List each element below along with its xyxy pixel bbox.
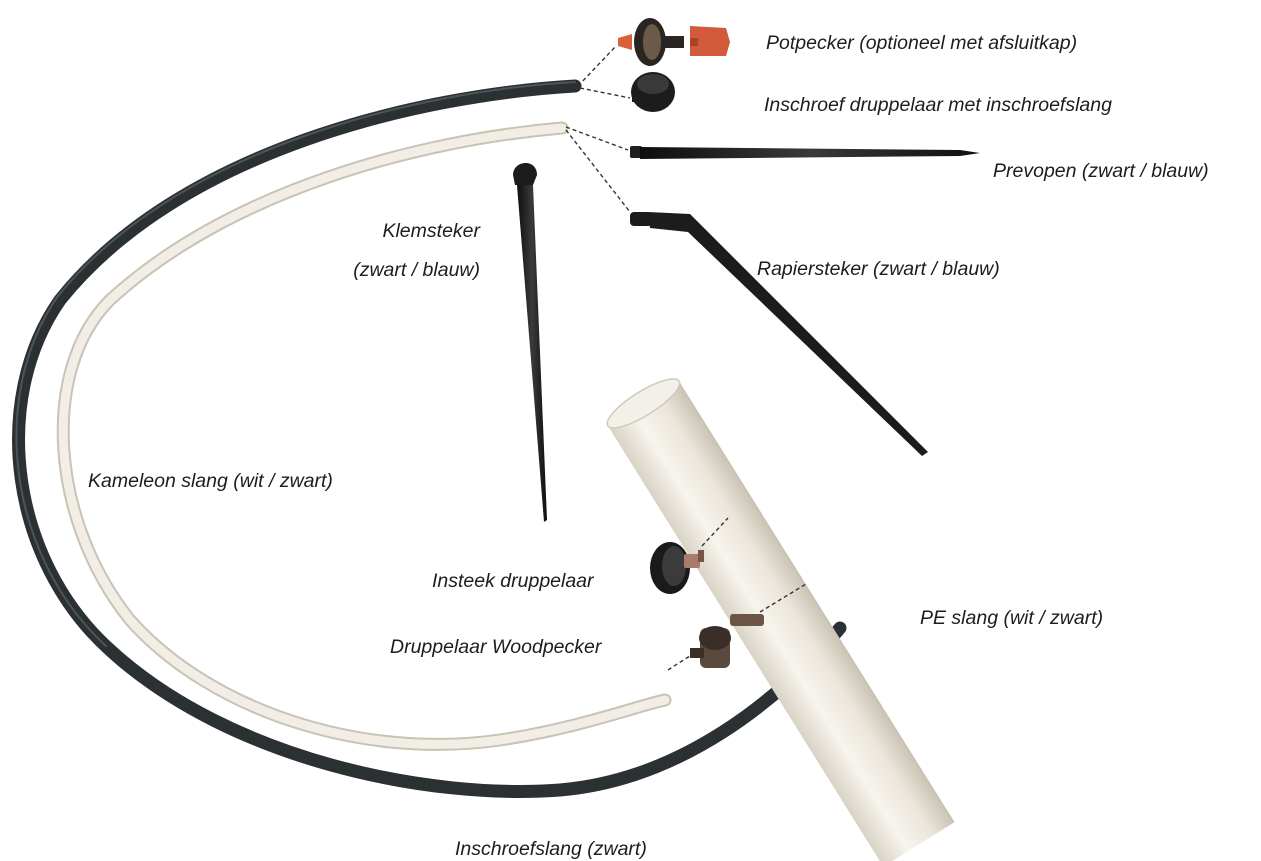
pe-hose (601, 371, 954, 861)
label-kameleon-slang: Kameleon slang (wit / zwart) (88, 468, 333, 495)
potpecker-part (618, 18, 730, 66)
label-inschroefslang: Inschroefslang (zwart) (455, 836, 647, 861)
label-rapiersteker: Rapiersteker (zwart / blauw) (757, 256, 1000, 283)
klemsteker-part (513, 163, 547, 522)
label-woodpecker: Druppelaar Woodpecker (390, 634, 601, 661)
label-prevopen: Prevopen (zwart / blauw) (993, 158, 1209, 185)
label-klemsteker-line1: Klemsteker (300, 218, 480, 245)
label-pe-slang: PE slang (wit / zwart) (920, 605, 1103, 632)
prevopen-part (630, 146, 980, 159)
black-hose-outer (19, 86, 840, 791)
label-inschroef-druppelaar: Inschroef druppelaar met inschroefslang (764, 92, 1112, 119)
inschroef-druppelaar-part (631, 72, 675, 112)
label-insteek-druppelaar: Insteek druppelaar (432, 568, 594, 595)
label-potpecker: Potpecker (optioneel met afsluitkap) (766, 30, 1077, 57)
label-klemsteker-line2: (zwart / blauw) (300, 257, 480, 284)
